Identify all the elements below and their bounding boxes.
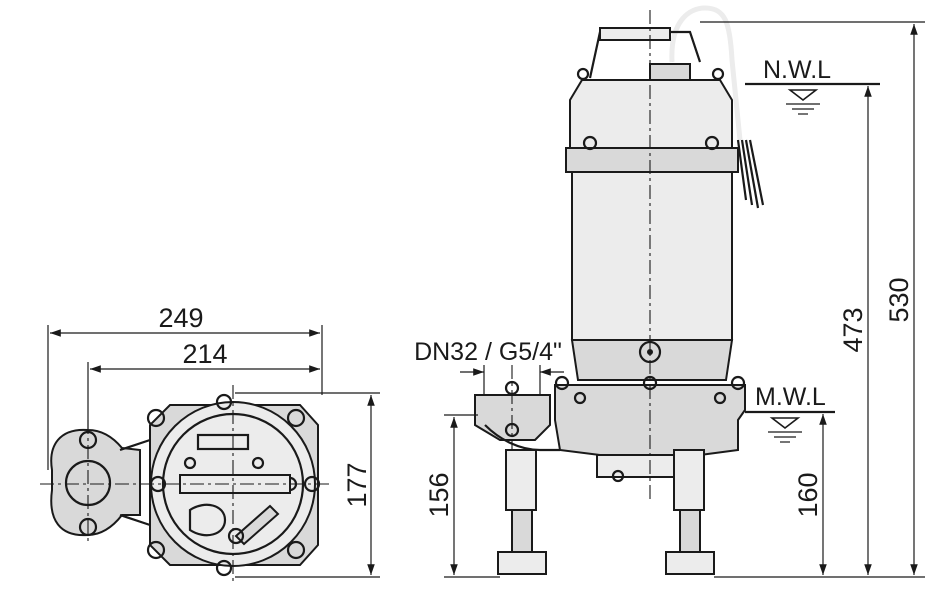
leg-right-lower	[679, 509, 701, 553]
leg-left-upper	[505, 449, 537, 511]
dim-total-height: 530	[884, 277, 914, 322]
motor-lower	[570, 339, 734, 381]
motor-body	[571, 171, 733, 341]
leg-right-upper	[673, 449, 705, 511]
dim-width-total: 249	[158, 303, 203, 333]
handle-grip	[599, 27, 671, 41]
cable-entry	[649, 63, 691, 81]
top-view: 249 214 177	[40, 303, 380, 585]
housing-bolts	[146, 393, 321, 577]
outlet-neck	[484, 424, 560, 452]
foot-right	[665, 551, 715, 575]
dim-nwl-height: 473	[838, 307, 868, 352]
leg-left-lower	[511, 509, 533, 553]
side-view: DN32 / G5/4" 156 M.W.L N.W.L 160 4	[414, 5, 925, 578]
foot-left	[497, 551, 547, 575]
cable-wires	[736, 139, 765, 209]
discharge-flange	[50, 428, 141, 537]
nwl-label: N.W.L	[763, 56, 831, 84]
dim-depth: 177	[342, 462, 372, 507]
upper-flange	[565, 147, 739, 173]
inner-detail	[188, 503, 227, 537]
mwl-label: M.W.L	[755, 383, 826, 411]
dim-mwl-height: 160	[793, 472, 823, 517]
mwl-water-symbol	[768, 417, 802, 443]
nwl-water-symbol	[786, 89, 820, 115]
dim-width-inner: 214	[182, 339, 227, 369]
pipe-size-label: DN32 / G5/4"	[414, 338, 562, 366]
flange-neck	[119, 438, 151, 527]
dim-outlet-height: 156	[424, 472, 454, 517]
flange-bolt-bottom	[78, 517, 98, 537]
nameplate	[196, 433, 250, 451]
